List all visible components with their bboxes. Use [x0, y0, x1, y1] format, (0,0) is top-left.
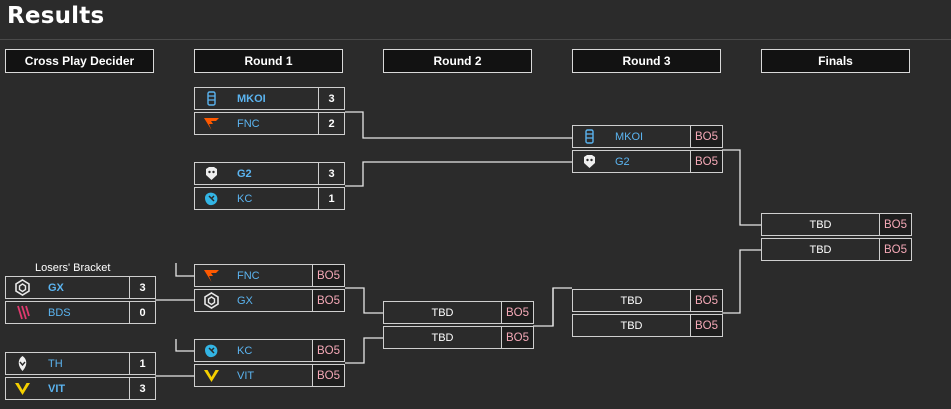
bds-icon	[14, 304, 31, 321]
g2-icon	[203, 165, 220, 182]
best-of-label: BO5	[313, 340, 344, 361]
best-of-label: BO5	[691, 126, 722, 147]
match-row-decider-vit[interactable]: VIT 3	[5, 377, 156, 400]
fnatic-icon	[203, 115, 220, 132]
column-header-round-3: Round 3	[572, 49, 721, 73]
team-name: BDS	[48, 306, 71, 319]
team-name: TBD	[809, 218, 832, 231]
team-name: TBD	[620, 294, 643, 307]
team-name: FNC	[237, 269, 260, 282]
team-score: 3	[328, 167, 335, 180]
match-row-r3-slot-1[interactable]: TBD BO5	[572, 289, 723, 312]
g2-icon	[581, 153, 598, 170]
best-of-label: BO5	[691, 151, 722, 172]
team-score: 3	[139, 281, 146, 294]
giantx-icon	[14, 279, 31, 296]
best-of-label: BO5	[691, 315, 722, 336]
team-name: KC	[237, 344, 253, 357]
team-score: 1	[328, 192, 335, 205]
match-row-r1-kc[interactable]: KC 1	[194, 187, 345, 210]
team-name: KC	[237, 192, 253, 205]
team-name: TBD	[620, 319, 643, 332]
match-row-r2-slot-2[interactable]: TBD BO5	[383, 326, 534, 349]
team-name: VIT	[48, 382, 66, 395]
column-header-round-1: Round 1	[194, 49, 343, 73]
team-name: VIT	[237, 369, 255, 382]
match-row-r1-vit-upcoming[interactable]: VIT BO5	[194, 364, 345, 387]
best-of-label: BO5	[313, 365, 344, 386]
best-of-label: BO5	[313, 265, 344, 286]
match-row-r1-mkoi[interactable]: MKOI 3	[194, 87, 345, 110]
losers-bracket-label: Losers' Bracket	[35, 262, 111, 274]
team-score: 3	[139, 382, 146, 395]
team-score: 2	[328, 117, 335, 130]
page-title: Results	[7, 3, 105, 29]
best-of-label: BO5	[313, 290, 344, 311]
team-score: 0	[139, 306, 146, 319]
vitality-icon	[203, 367, 220, 384]
match-row-r2-slot-1[interactable]: TBD BO5	[383, 301, 534, 324]
team-name: G2	[615, 155, 630, 168]
best-of-label: BO5	[502, 302, 533, 323]
match-row-r1-gx-upcoming[interactable]: GX BO5	[194, 289, 345, 312]
match-row-r1-fnc[interactable]: FNC 2	[194, 112, 345, 135]
team-score: 3	[328, 92, 335, 105]
team-name: GX	[237, 294, 253, 307]
best-of-label: BO5	[691, 290, 722, 311]
match-row-finals-slot-2[interactable]: TBD BO5	[761, 238, 912, 261]
match-row-r1-g2[interactable]: G2 3	[194, 162, 345, 185]
best-of-label: BO5	[502, 327, 533, 348]
column-header-round-2: Round 2	[383, 49, 532, 73]
team-name: GX	[48, 281, 64, 294]
column-header-finals: Finals	[761, 49, 910, 73]
best-of-label: BO5	[880, 214, 911, 235]
team-name: MKOI	[237, 92, 266, 105]
match-row-r3-mkoi[interactable]: MKOI BO5	[572, 125, 723, 148]
heretics-icon	[14, 355, 31, 372]
team-name: G2	[237, 167, 252, 180]
match-row-r1-kc-upcoming[interactable]: KC BO5	[194, 339, 345, 362]
kc-icon	[203, 190, 220, 207]
giantx-icon	[203, 292, 220, 309]
team-name: TBD	[809, 243, 832, 256]
vitality-icon	[14, 380, 31, 397]
team-name: TBD	[431, 306, 454, 319]
kc-icon	[203, 342, 220, 359]
match-row-decider-bds[interactable]: BDS 0	[5, 301, 156, 324]
column-header-cross-play-decider: Cross Play Decider	[5, 49, 154, 73]
match-row-r1-fnc-upcoming[interactable]: FNC BO5	[194, 264, 345, 287]
match-row-decider-gx[interactable]: GX 3	[5, 276, 156, 299]
team-name: MKOI	[615, 130, 644, 143]
best-of-label: BO5	[880, 239, 911, 260]
match-row-r3-slot-2[interactable]: TBD BO5	[572, 314, 723, 337]
title-divider	[0, 39, 951, 40]
match-row-finals-slot-1[interactable]: TBD BO5	[761, 213, 912, 236]
fnatic-icon	[203, 267, 220, 284]
mkoi-icon	[581, 128, 598, 145]
team-name: FNC	[237, 117, 260, 130]
team-name: TBD	[431, 331, 454, 344]
match-row-r3-g2[interactable]: G2 BO5	[572, 150, 723, 173]
match-row-decider-th[interactable]: TH 1	[5, 352, 156, 375]
team-name: TH	[48, 357, 63, 370]
mkoi-icon	[203, 90, 220, 107]
team-score: 1	[139, 357, 146, 370]
